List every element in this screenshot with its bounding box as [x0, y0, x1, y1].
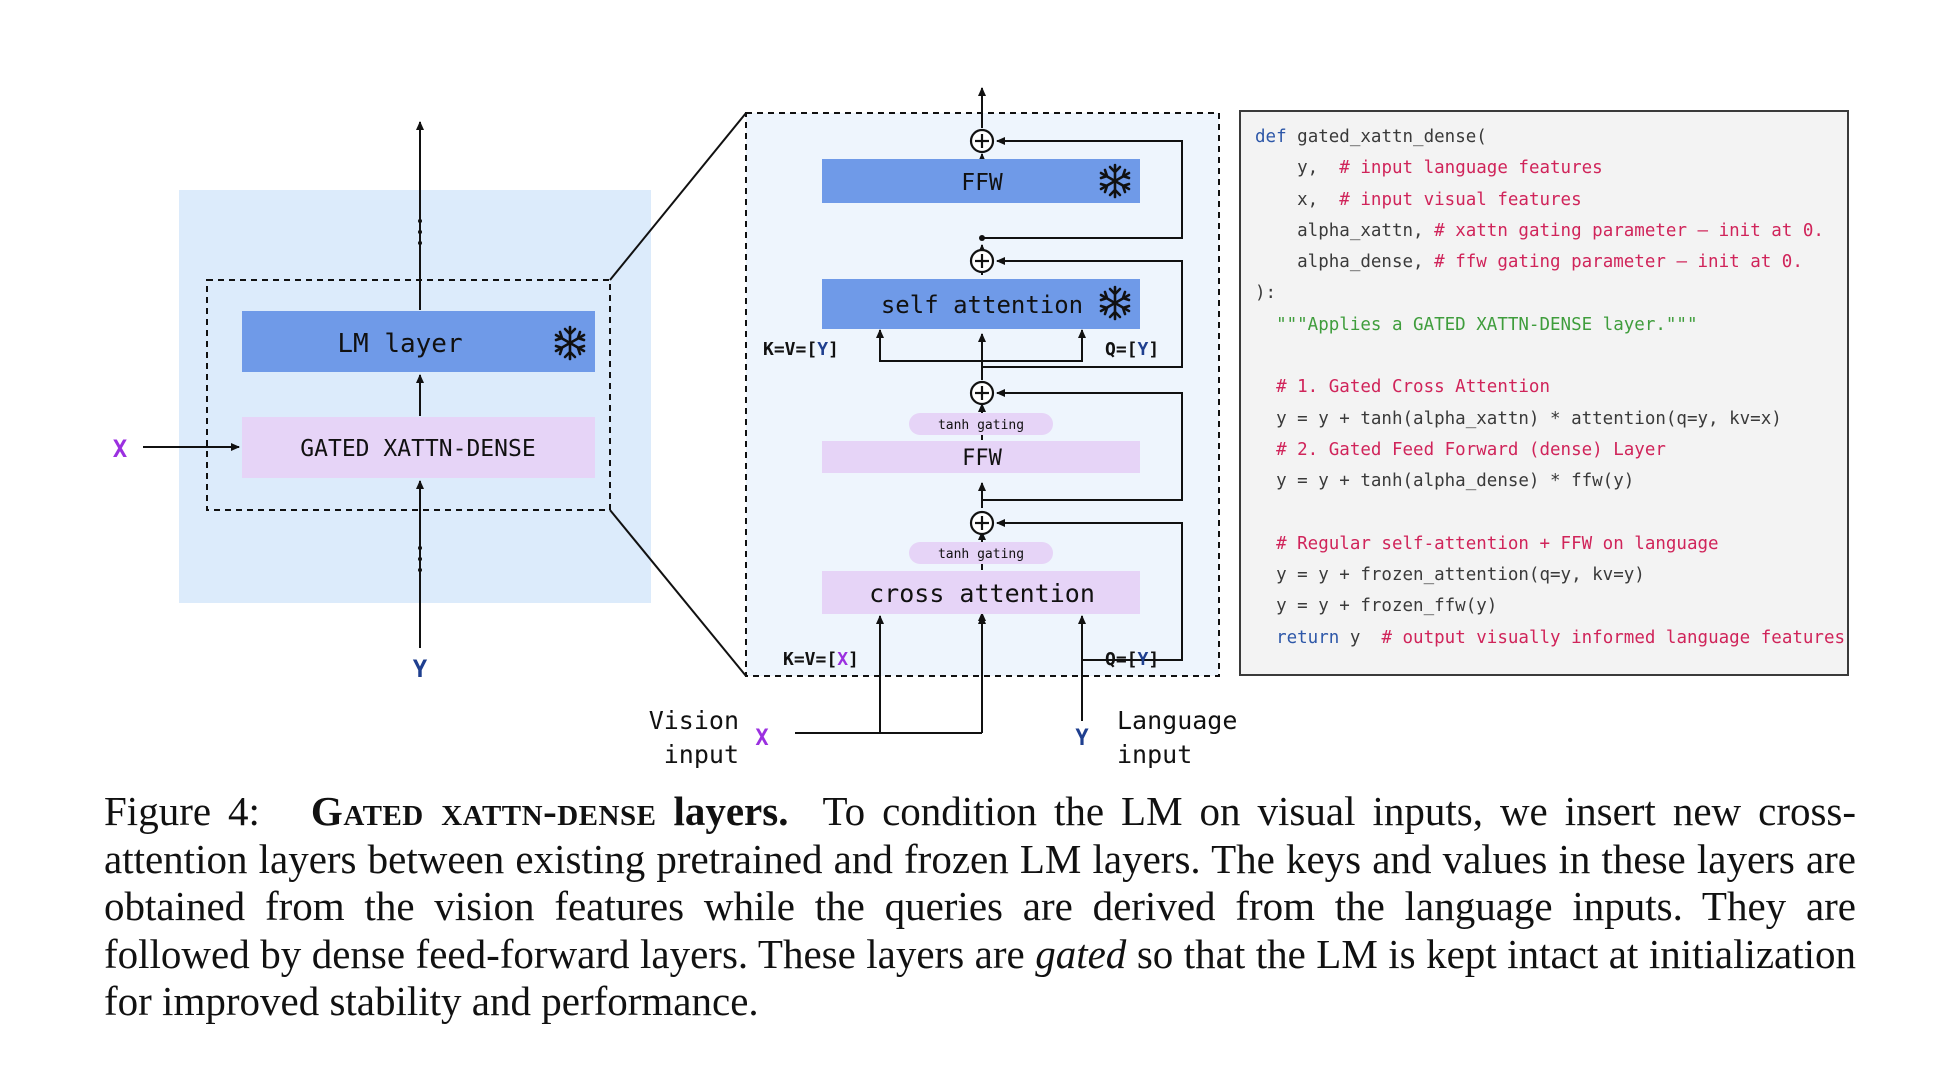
language-input-label-2: input: [1117, 740, 1192, 769]
code-token: x,: [1255, 189, 1340, 210]
code-line: y = y + frozen_attention(q=y, kv=y): [1255, 560, 1847, 591]
caption-title-smallcaps: Gated xattn-dense: [310, 788, 657, 834]
plus-circle-icon: [969, 380, 995, 406]
plus-circle-icon: [969, 248, 995, 274]
code-line: x, # input visual features: [1255, 185, 1847, 216]
ellipsis-dot: [418, 241, 422, 245]
tanh-gating-label: tanh gating: [938, 418, 1024, 433]
vision-input-label-2: input: [664, 740, 739, 769]
code-token: def: [1255, 127, 1298, 147]
cross-attn-kv-label: K=V=[X]: [783, 649, 859, 670]
code-line: y = y + tanh(alpha_dense) * ffw(y): [1255, 466, 1847, 497]
code-token: gated_xattn_dense(: [1297, 127, 1487, 147]
code-token: y = y + frozen_attention(q=y, kv=y): [1255, 565, 1645, 586]
language-input-label-1: Language: [1117, 706, 1237, 735]
code-line: def gated_xattn_dense(: [1255, 122, 1847, 153]
frozen-ffw-label: FFW: [961, 170, 1003, 196]
lm-layer-block: [242, 311, 595, 372]
self-attention-label: self attention: [881, 291, 1083, 319]
code-line: [1255, 498, 1847, 529]
residual-loop: [982, 137, 1183, 239]
code-token: alpha_xattn,: [1255, 220, 1435, 241]
code-line: return y # output visually informed lang…: [1255, 623, 1847, 654]
ellipsis-dot: [418, 219, 422, 223]
code-token: """Applies a GATED XATTN-DENSE layer.""": [1255, 314, 1698, 335]
code-line: # 1. Gated Cross Attention: [1255, 372, 1847, 403]
gated-xattn-dense-block: [242, 417, 595, 478]
figure-caption: Figure 4: Gated xattn-dense layers. To c…: [104, 788, 1856, 1026]
ellipsis-dot: [418, 230, 422, 234]
tanh-gating-pill: [909, 413, 1053, 435]
language-y-label: Y: [1075, 726, 1089, 751]
code-line: y = y + frozen_ffw(y): [1255, 591, 1847, 622]
code-token: y = y + tanh(alpha_xattn) * attention(q=…: [1255, 408, 1782, 429]
self-attn-kv-line: [876, 329, 982, 362]
residual-loop: [996, 519, 1183, 661]
gated-ffw-label: FFW: [962, 446, 1002, 471]
code-line: # Regular self-attention + FFW on langua…: [1255, 529, 1847, 560]
caption-text-em: gated: [1035, 930, 1127, 977]
zoom-line-bottom: [609, 509, 747, 677]
code-line: [1255, 341, 1847, 372]
figure-label: Figure 4:: [104, 788, 260, 834]
code-token: # output visually informed language feat…: [1381, 627, 1846, 648]
left-dashed-frame: [206, 279, 611, 511]
self-attention-block: [822, 279, 1140, 329]
gated-ffw-block: [822, 441, 1140, 473]
self-attn-q-line: [982, 329, 1086, 362]
cross-attention-block: [822, 571, 1140, 614]
code-token: ):: [1255, 283, 1277, 304]
code-token: alpha_dense,: [1255, 252, 1435, 273]
code-line: """Applies a GATED XATTN-DENSE layer.""": [1255, 310, 1847, 341]
code-line: ):: [1255, 278, 1847, 309]
self-attn-kv-label: K=V=[Y]: [763, 339, 839, 360]
tanh-gating-pill: [909, 542, 1053, 564]
residual-loop: [982, 389, 1183, 501]
code-token: # input visual features: [1339, 189, 1582, 210]
caption-text-1: To condition the LM on visual inputs, we…: [104, 788, 1857, 977]
ellipsis-dot: [418, 546, 422, 550]
cross-attention-label: cross attention: [869, 579, 1095, 608]
ellipsis-dot: [418, 557, 422, 561]
ellipsis-dot: [418, 568, 422, 572]
plus-circle-icon: [969, 510, 995, 536]
residual-loop: [982, 257, 1183, 368]
code-token: return: [1276, 627, 1340, 648]
code-line: y = y + tanh(alpha_xattn) * attention(q=…: [1255, 404, 1847, 435]
code-token: y = y + tanh(alpha_dense) * ffw(y): [1255, 471, 1635, 492]
left-y-label: Y: [413, 655, 428, 683]
self-attn-q-label: Q=[Y]: [1105, 339, 1159, 360]
vision-input-label-1: Vision: [649, 706, 739, 735]
code-line: # 2. Gated Feed Forward (dense) Layer: [1255, 435, 1847, 466]
code-token: y: [1339, 627, 1382, 648]
caption-title-rest: layers.: [673, 788, 789, 834]
code-token: # 2. Gated Feed Forward (dense) Layer: [1255, 439, 1666, 460]
code-token: # input language features: [1339, 158, 1603, 179]
frozen-ffw-block: [822, 159, 1140, 203]
code-line: alpha_dense, # ffw gating parameter – in…: [1255, 247, 1847, 278]
code-token: # Regular self-attention + FFW on langua…: [1255, 533, 1719, 554]
gated-xattn-diagram: LM layer GATED XATTN-DENSE X Y FFW self …: [113, 87, 1237, 769]
cross-attn-q-label: Q=[Y]: [1105, 649, 1159, 670]
left-x-label: X: [113, 435, 128, 463]
code-token: [1255, 628, 1276, 648]
vision-x-label: X: [755, 726, 768, 751]
code-token: # 1. Gated Cross Attention: [1255, 377, 1551, 398]
code-line: y, # input language features: [1255, 153, 1847, 184]
code-line: alpha_xattn, # xattn gating parameter – …: [1255, 216, 1847, 247]
lm-layer-label: LM layer: [337, 329, 462, 359]
gated-xattn-dense-label: GATED XATTN-DENSE: [300, 436, 535, 462]
zoom-line-top: [609, 112, 747, 281]
code-token: y = y + frozen_ffw(y): [1255, 596, 1498, 617]
code-token: # xattn gating parameter – init at 0.: [1434, 220, 1824, 241]
plus-circle-icon: [969, 128, 995, 154]
code-token: y,: [1255, 158, 1340, 179]
code-panel: def gated_xattn_dense( y, # input langua…: [1239, 110, 1849, 676]
tanh-gating-label: tanh gating: [938, 547, 1024, 562]
code-token: # ffw gating parameter – init at 0.: [1434, 252, 1803, 273]
caption-text-2: so that the LM is kept intact at initial…: [104, 930, 1857, 1025]
branch-dot: [979, 235, 985, 241]
left-background: [179, 190, 651, 603]
